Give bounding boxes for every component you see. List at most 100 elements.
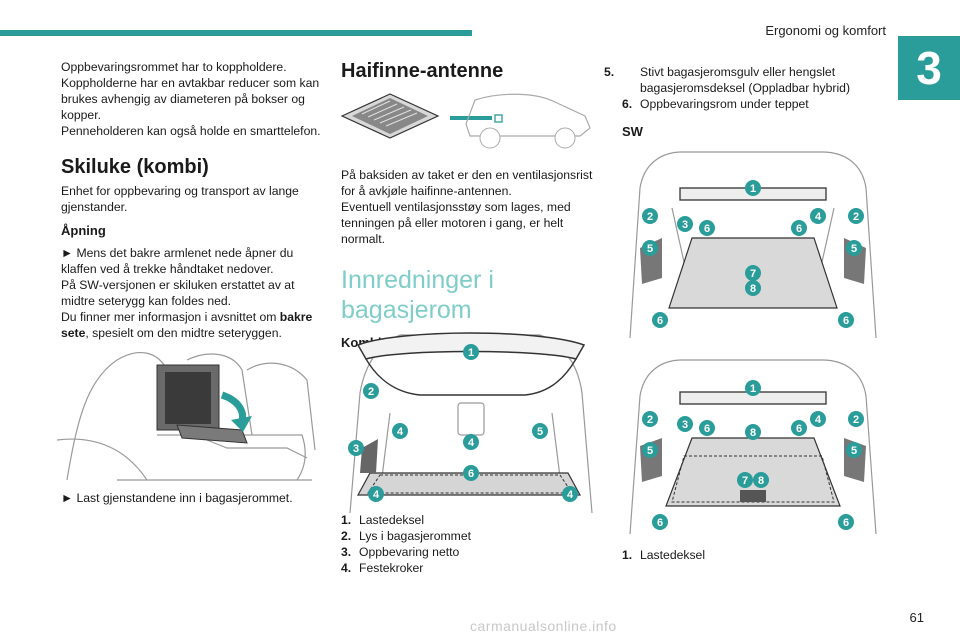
sw-label: SW [622, 124, 643, 139]
load-step: ► Last gjenstandene inn i bagasjerommet. [61, 491, 293, 505]
page-number: 61 [909, 610, 924, 625]
callout-6: 6 [699, 420, 715, 436]
svg-text:8: 8 [758, 475, 764, 487]
legend-item: 5.Stivt bagasjeromsgulv eller hengslet b… [604, 65, 851, 95]
svg-text:6: 6 [657, 517, 663, 529]
svg-text:5: 5 [851, 445, 857, 457]
callout-4: 4 [810, 208, 826, 224]
intro-line-3: Penneholderen kan også holde en smarttel… [61, 124, 321, 138]
svg-text:3: 3 [682, 219, 688, 231]
ski-hatch-illustration [57, 352, 316, 481]
callout-6: 6 [791, 220, 807, 236]
svg-text:4: 4 [373, 489, 380, 501]
svg-text:6: 6 [796, 423, 802, 435]
svg-text:6: 6 [657, 315, 663, 327]
intro-line-2: Koppholderne har en avtakbar reducer som… [61, 76, 320, 122]
svg-text:3: 3 [353, 443, 359, 455]
callout-6: 6 [699, 220, 715, 236]
trunk-heading: Innredninger i bagasjerom [341, 266, 494, 324]
callout-4: 4 [392, 423, 408, 439]
legend-item: 3.Oppbevaring netto [341, 545, 460, 559]
callout-3: 3 [677, 416, 693, 432]
sw-legend: 1.Lastedeksel [622, 547, 884, 563]
svg-text:5: 5 [647, 445, 653, 457]
antenna-illustration [340, 93, 591, 149]
svg-text:6: 6 [704, 423, 710, 435]
svg-text:6: 6 [704, 223, 710, 235]
callout-6: 6 [652, 514, 668, 530]
svg-text:2: 2 [853, 414, 859, 426]
callout-6: 6 [838, 312, 854, 328]
open-step: ► Mens det bakre armlenet nede åpner du … [61, 246, 294, 276]
svg-text:8: 8 [750, 427, 756, 439]
svg-text:7: 7 [750, 268, 756, 280]
open-heading: Åpning [61, 223, 106, 238]
callout-4: 4 [810, 411, 826, 427]
svg-text:4: 4 [815, 211, 822, 223]
svg-text:4: 4 [567, 489, 574, 501]
svg-text:6: 6 [843, 517, 849, 529]
svg-text:1: 1 [750, 383, 756, 395]
svg-text:2: 2 [853, 211, 859, 223]
svg-text:5: 5 [647, 243, 653, 255]
more-info: Du finner mer informasjon i avsnittet om… [61, 310, 313, 340]
antenna-heading: Haifinne-antenne [341, 60, 504, 82]
callout-4: 4 [463, 434, 479, 450]
callout-6: 6 [652, 312, 668, 328]
callout-8: 8 [745, 280, 761, 296]
legend-item: 4.Festekroker [341, 561, 424, 575]
legend-item: 2.Lys i bagasjerommet [341, 529, 471, 543]
callout-1: 1 [745, 180, 761, 196]
header-accent-bar [0, 30, 472, 36]
legend-item: 1.Lastedeksel [341, 513, 425, 527]
callout-6: 6 [791, 420, 807, 436]
callout-8: 8 [745, 424, 761, 440]
callout-2: 2 [363, 383, 379, 399]
kombi-trunk-illustration: 1 2 3 4 4 5 6 4 4 [348, 332, 593, 513]
svg-text:5: 5 [851, 243, 857, 255]
callout-5: 5 [846, 240, 862, 256]
svg-text:7: 7 [742, 475, 748, 487]
callout-5: 5 [846, 442, 862, 458]
callout-2: 2 [642, 208, 658, 224]
svg-text:6: 6 [796, 223, 802, 235]
column-middle: Haifinne-antenne [341, 59, 603, 83]
callout-5: 5 [642, 442, 658, 458]
antenna-text-1: På baksiden av taket er den en ventilasj… [341, 168, 593, 198]
column-right: 5.Stivt bagasjeromsgulv eller hengslet b… [604, 64, 892, 140]
chapter-badge: 3 [898, 36, 960, 100]
callout-7: 7 [745, 265, 761, 281]
sw-trunk-illustration-1: 1 2 3 6 6 4 2 5 5 7 8 6 6 [629, 151, 877, 338]
callout-7: 7 [737, 472, 753, 488]
callout-4: 4 [368, 486, 384, 502]
callout-5: 5 [642, 240, 658, 256]
callout-3: 3 [348, 440, 364, 456]
svg-text:4: 4 [397, 426, 404, 438]
callout-1: 1 [463, 344, 479, 360]
callout-4: 4 [562, 486, 578, 502]
section-title: Ergonomi og komfort [765, 23, 886, 38]
callout-2: 2 [848, 411, 864, 427]
svg-text:1: 1 [750, 183, 756, 195]
callout-3: 3 [677, 216, 693, 232]
callout-2: 2 [642, 411, 658, 427]
svg-text:2: 2 [647, 211, 653, 223]
callout-5: 5 [532, 423, 548, 439]
callout-8: 8 [753, 472, 769, 488]
svg-text:8: 8 [750, 283, 756, 295]
column-left: Oppbevaringsrommet har to koppholdere. K… [61, 59, 323, 341]
ski-heading: Skiluke (kombi) [61, 156, 209, 178]
ski-description: Enhet for oppbevaring og transport av la… [61, 184, 299, 214]
antenna-text-block: På baksiden av taket er den en ventilasj… [341, 167, 603, 351]
kombi-legend: 1.Lastedeksel 2.Lys i bagasjerommet 3.Op… [341, 512, 603, 576]
antenna-text-2: Eventuell ventilasjonsstøy som lages, me… [341, 200, 571, 246]
legend-item: 6.Oppbevaringsrom under teppet [622, 97, 809, 111]
watermark: carmanualsonline.info [470, 618, 617, 634]
svg-text:6: 6 [468, 468, 474, 480]
svg-text:2: 2 [368, 386, 374, 398]
svg-text:4: 4 [815, 414, 822, 426]
callout-2: 2 [848, 208, 864, 224]
svg-text:2: 2 [647, 414, 653, 426]
svg-text:4: 4 [468, 437, 475, 449]
